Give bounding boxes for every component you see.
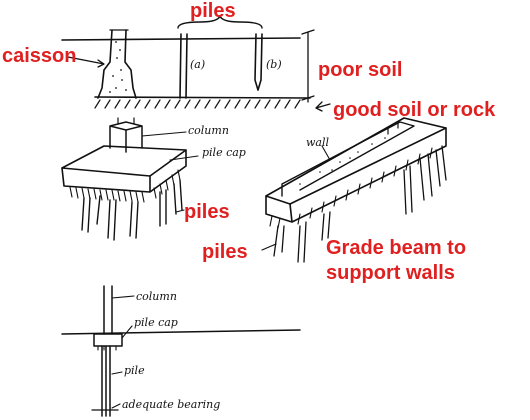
pile-label: pile (124, 364, 145, 377)
wall-label: wall (306, 136, 329, 149)
piles-low-arrow (261, 243, 277, 251)
piles-low-label: piles (202, 241, 248, 263)
pile-cap-top-label: pile cap (202, 146, 246, 159)
caisson-label: caisson (2, 45, 76, 67)
pile-a-label: (a) (190, 58, 205, 71)
piles-brace (177, 15, 263, 29)
column-bottom-label: column (136, 290, 177, 303)
piles-top-label: piles (190, 0, 236, 22)
piles-mid-label: piles (184, 201, 230, 223)
pile-a (179, 33, 188, 99)
grade-beam-label-2: support walls (326, 262, 455, 284)
single-pile-sketch (61, 285, 301, 417)
top-section: (a) (b) (61, 15, 331, 112)
good-soil-label: good soil or rock (333, 99, 496, 121)
pile-b (254, 33, 263, 91)
adequate-bearing-label: adequate bearing (122, 398, 220, 411)
good-soil-hatching (94, 99, 301, 109)
good-soil-arrow (315, 101, 331, 112)
pile-b-label: (b) (266, 58, 282, 71)
pile-cap-bottom-label: pile cap (134, 316, 178, 329)
caisson-arrow (67, 56, 105, 68)
pile-cap-sketch (61, 117, 199, 241)
grade-beam-sketch (265, 117, 447, 263)
caisson-sketch (97, 29, 137, 99)
poor-soil-label: poor soil (318, 59, 402, 81)
grade-beam-label-1: Grade beam to (326, 237, 466, 259)
column-top-label: column (188, 124, 229, 137)
bearing-line (94, 96, 311, 99)
depth-dimension (301, 29, 315, 103)
